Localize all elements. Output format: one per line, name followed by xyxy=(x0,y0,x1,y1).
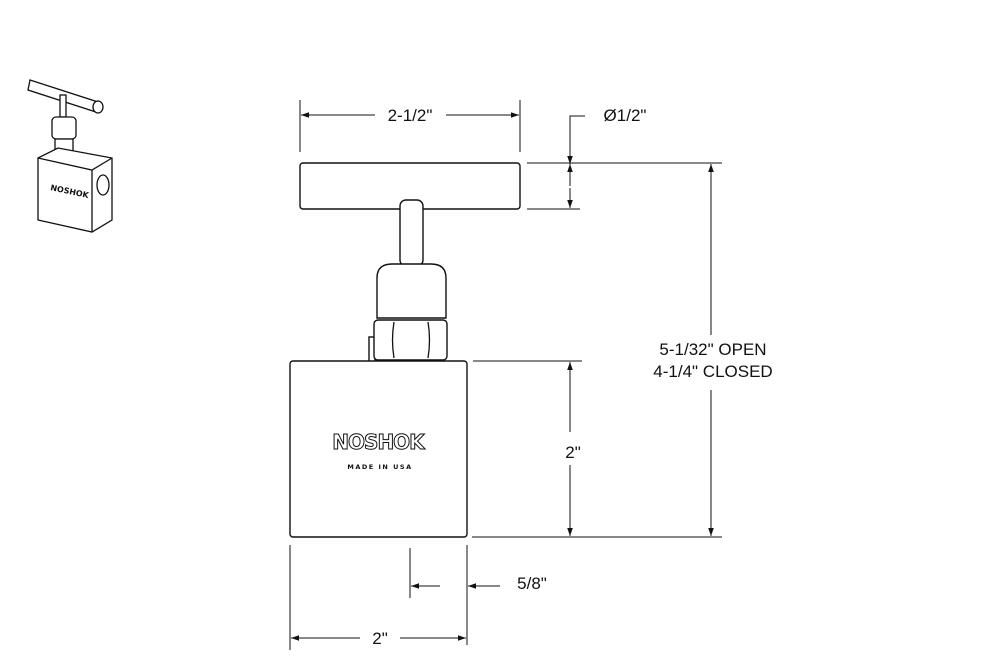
height-open-label: 5-1/32" OPEN xyxy=(659,340,766,359)
body-height-label: 2" xyxy=(565,443,581,462)
dim-handle-diameter: Ø1/2" xyxy=(527,106,647,210)
bonnet-cap xyxy=(376,263,447,319)
stem xyxy=(399,199,424,267)
body-logo: NOSHOK xyxy=(332,430,426,454)
valve-isometric-thumbnail: NOSHOK xyxy=(27,79,113,233)
dim-body-height: 2" xyxy=(473,360,582,536)
handle-diameter-label: Ø1/2" xyxy=(604,106,647,125)
made-in-usa-label: MADE IN USA xyxy=(347,463,412,471)
hex-nut xyxy=(373,319,448,361)
body-width-label: 2" xyxy=(372,629,388,648)
dim-overall-height: 5-1/32" OPEN 4-1/4" CLOSED xyxy=(472,162,773,538)
valve-front-view: NOSHOK MADE IN USA xyxy=(289,162,521,538)
dim-body-width: 2" xyxy=(289,545,466,650)
dim-handle-length: 2-1/2" xyxy=(299,100,521,152)
dim-port-offset: 5/8" xyxy=(409,545,547,645)
valve-body xyxy=(289,360,468,538)
port-offset-label: 5/8" xyxy=(517,574,547,593)
height-closed-label: 4-1/4" CLOSED xyxy=(653,362,772,381)
handle-length-label: 2-1/2" xyxy=(388,106,433,125)
